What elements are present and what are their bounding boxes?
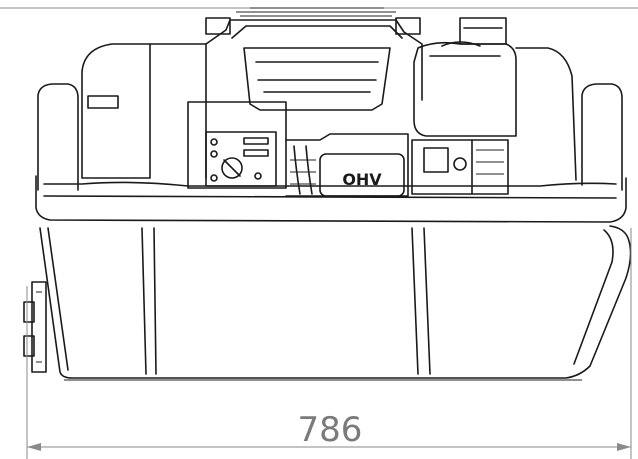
throttle-knob-mark [223, 159, 241, 177]
control-panel-frame [187, 101, 287, 189]
hose-1 [293, 145, 301, 195]
fuel-cap-housing [459, 17, 507, 45]
left-shroud-top [149, 43, 207, 179]
control-switch-1 [243, 137, 269, 145]
block-ribs [290, 159, 316, 185]
top-right-block [395, 17, 421, 35]
lower-tank [23, 225, 632, 381]
deck-platform [35, 175, 627, 223]
carburetor-screw [453, 157, 467, 171]
left-handle-post [37, 83, 79, 191]
carburetor-housing [411, 139, 473, 195]
muffler-fins [476, 149, 504, 187]
engine-top-cover-inner [231, 25, 403, 39]
width-dimension: 786 [26, 228, 632, 459]
engine-brand-label: OHV [342, 170, 382, 189]
engine-assembly: OHV [37, 7, 623, 197]
tank-right-inner [573, 229, 614, 365]
mount-clip-top [23, 301, 35, 323]
hose-2 [305, 145, 313, 195]
deck-outer [35, 175, 627, 223]
tank-outline [39, 225, 632, 379]
right-handle-post [581, 83, 623, 191]
fuel-tank [413, 41, 517, 137]
control-switch-2 [243, 149, 269, 157]
carburetor [423, 147, 449, 173]
cooling-fins [236, 7, 396, 17]
throttle-knob [221, 157, 243, 179]
top-left-block [205, 17, 231, 35]
mount-clip-bottom [23, 335, 35, 357]
mount-bracket [31, 281, 47, 373]
left-shroud [81, 43, 151, 179]
control-bolt-4 [254, 172, 262, 180]
shroud-vent [87, 95, 119, 109]
deck-rim [43, 195, 617, 199]
engine-top-window [243, 47, 391, 111]
deck-top-edge [43, 181, 617, 187]
control-bolt-1 [210, 138, 218, 146]
mount-bracket-marks [36, 291, 42, 363]
control-bolt-3 [210, 174, 218, 182]
right-shroud [515, 47, 577, 181]
muffler-side [471, 139, 509, 195]
dimension-arrow-left [27, 443, 41, 451]
dimension-arrow-right [617, 443, 631, 451]
tank-rib-right [411, 227, 431, 375]
tank-left-inner [47, 227, 69, 371]
engine-nameplate [319, 153, 405, 197]
dimension-value: 786 [298, 410, 363, 450]
tank-rib-left [141, 227, 157, 375]
control-bolt-2 [210, 150, 218, 158]
